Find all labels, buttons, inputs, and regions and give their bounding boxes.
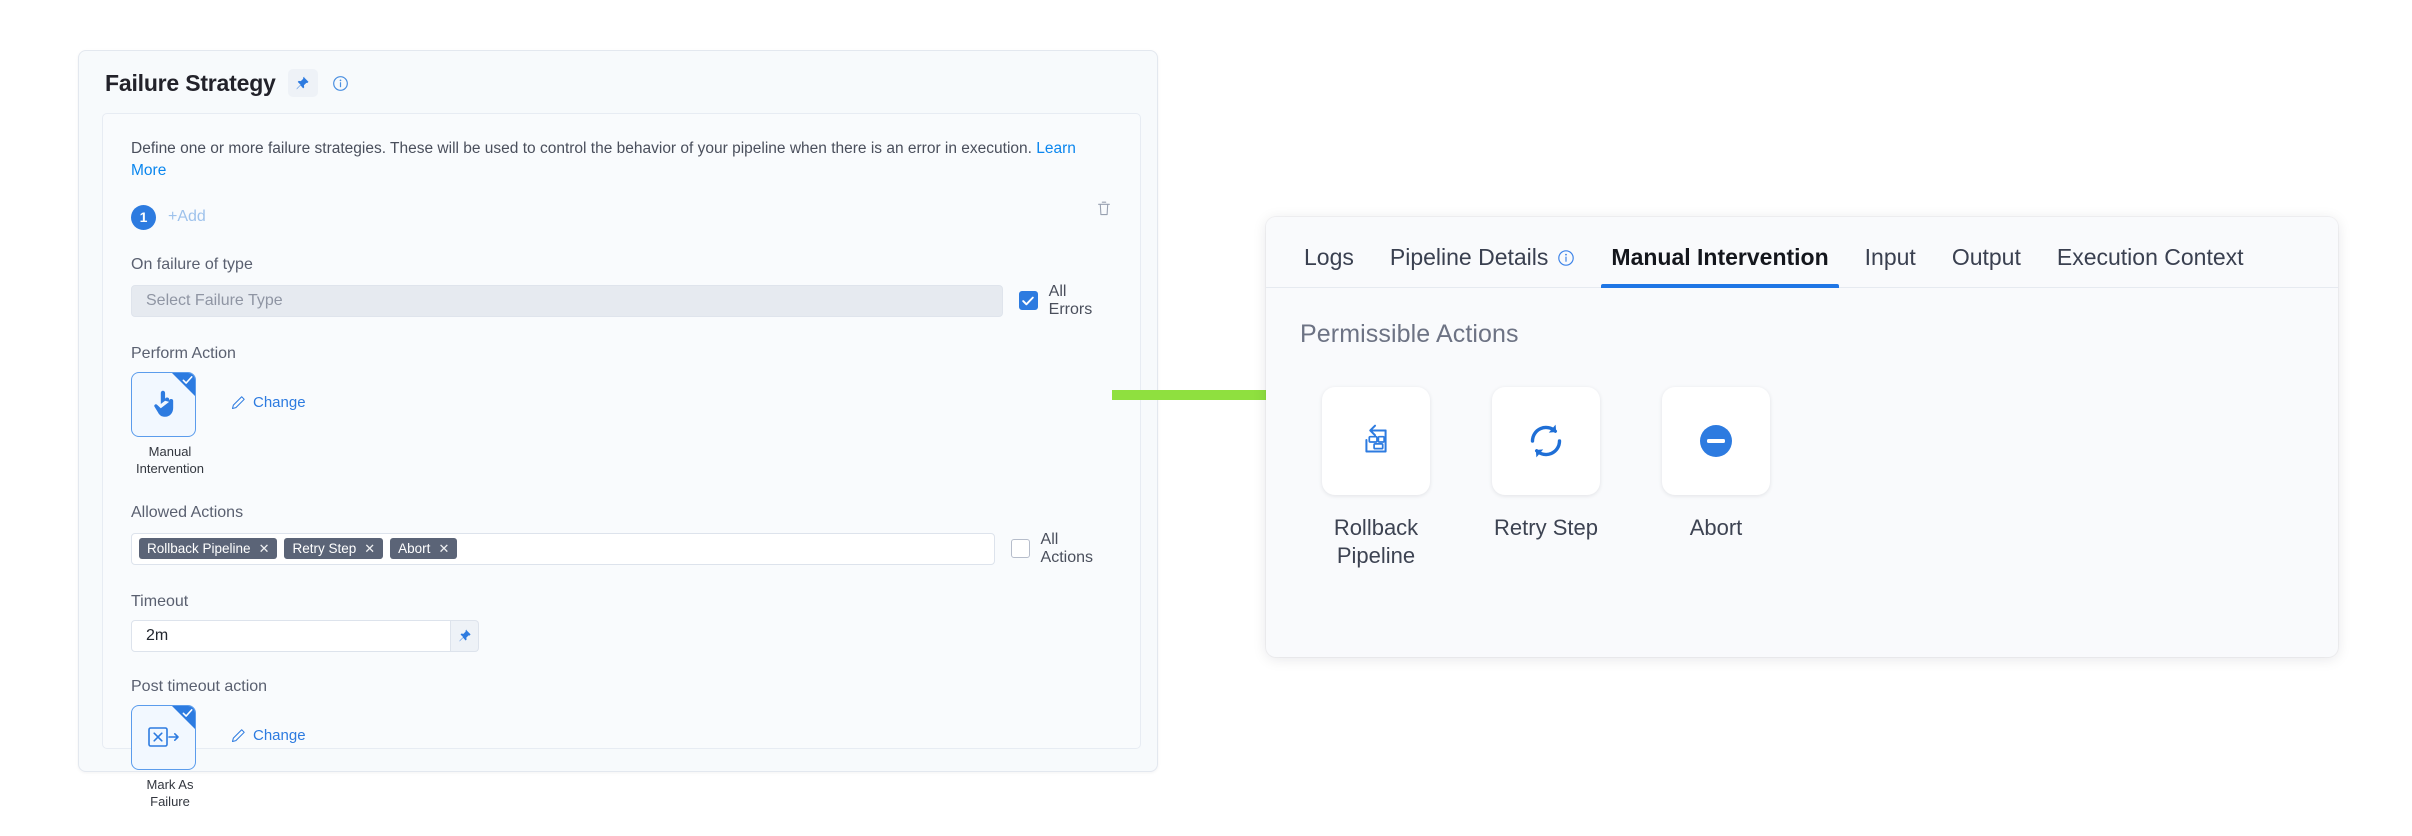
tag-label: Rollback Pipeline bbox=[147, 541, 251, 557]
perform-action-label: Perform Action bbox=[131, 344, 236, 362]
check-icon bbox=[182, 708, 192, 717]
tab-manual-intervention[interactable]: Manual Intervention bbox=[1593, 244, 1846, 288]
all-errors-checkbox-box[interactable] bbox=[1019, 291, 1038, 311]
add-strategy-button[interactable]: +Add bbox=[168, 208, 206, 226]
allowed-actions-label: Allowed Actions bbox=[131, 503, 244, 521]
action-card-rollback-pipeline: Rollback Pipeline bbox=[1322, 387, 1430, 569]
action-card-label: Abort bbox=[1689, 515, 1743, 540]
permissible-actions-list: Rollback Pipeline Retry Step bbox=[1300, 387, 2304, 569]
failure-type-select[interactable]: Select Failure Type bbox=[131, 284, 1004, 317]
rollback-pipeline-button[interactable] bbox=[1322, 387, 1430, 495]
pin-icon[interactable] bbox=[287, 69, 318, 97]
tab-label: Output bbox=[1951, 244, 2021, 270]
action-card-label: Retry Step bbox=[1494, 515, 1598, 540]
retry-refresh-icon bbox=[1530, 424, 1562, 458]
action-card-retry-step: Retry Step bbox=[1492, 387, 1600, 569]
all-actions-checkbox-box[interactable] bbox=[1011, 539, 1030, 559]
failure-strategy-description: Define one or more failure strategies. T… bbox=[131, 138, 1112, 183]
abort-minus-circle-icon bbox=[1700, 425, 1732, 457]
rollback-pipeline-icon bbox=[1365, 424, 1387, 453]
tab-logs[interactable]: Logs bbox=[1300, 244, 1372, 287]
check-icon bbox=[1022, 296, 1035, 306]
change-post-timeout-action-button[interactable]: Change bbox=[231, 727, 306, 744]
strategy-index-badge[interactable]: 1 bbox=[131, 204, 156, 230]
permissible-actions-heading: Permissible Actions bbox=[1300, 320, 1519, 348]
post-timeout-action-value: Mark As Failure bbox=[146, 776, 194, 809]
failure-strategy-header: Failure Strategy bbox=[79, 51, 1157, 107]
pencil-icon bbox=[231, 396, 245, 409]
retry-step-button[interactable] bbox=[1492, 387, 1600, 495]
details-tab-bar: Logs Pipeline Details Manual Interventio… bbox=[1266, 217, 2338, 288]
description-text: Define one or more failure strategies. T… bbox=[131, 140, 1032, 157]
action-card-label: Rollback Pipeline bbox=[1333, 515, 1419, 568]
post-timeout-action-label: Post timeout action bbox=[131, 677, 268, 695]
tab-label: Pipeline Details bbox=[1389, 244, 1549, 270]
all-actions-checkbox[interactable]: All Actions bbox=[1011, 531, 1112, 567]
step-details-panel: Logs Pipeline Details Manual Interventio… bbox=[1266, 217, 2338, 657]
post-timeout-action-tile[interactable] bbox=[131, 704, 196, 770]
tag-abort[interactable]: Abort ✕ bbox=[390, 538, 458, 560]
pencil-icon bbox=[231, 728, 245, 742]
allowed-actions-input[interactable]: Rollback Pipeline ✕ Retry Step ✕ Abort ✕ bbox=[131, 532, 996, 565]
timeout-pin-icon[interactable] bbox=[451, 619, 479, 652]
tag-label: Retry Step bbox=[292, 541, 357, 557]
tab-output[interactable]: Output bbox=[1934, 244, 2039, 287]
manual-intervention-content: Permissible Actions Rollback Pipeline bbox=[1266, 288, 2338, 569]
failure-strategy-panel: Failure Strategy Define one or more fail… bbox=[78, 50, 1158, 809]
change-label: Change bbox=[253, 393, 306, 411]
all-errors-label: All Errors bbox=[1048, 282, 1093, 318]
info-circle-icon[interactable] bbox=[1557, 249, 1575, 267]
page-title: Failure Strategy bbox=[105, 69, 276, 96]
action-card-abort: Abort bbox=[1662, 387, 1770, 569]
tab-label: Input bbox=[1864, 244, 1916, 270]
post-timeout-action-row: Mark As Failure Change bbox=[131, 704, 1112, 811]
tag-rollback-pipeline[interactable]: Rollback Pipeline ✕ bbox=[139, 538, 278, 560]
timeout-value: 2m bbox=[146, 626, 169, 644]
close-icon[interactable]: ✕ bbox=[258, 541, 270, 557]
info-circle-icon[interactable] bbox=[330, 73, 351, 94]
hand-pointer-icon bbox=[153, 391, 173, 418]
change-label: Change bbox=[253, 726, 306, 744]
failure-type-placeholder: Select Failure Type bbox=[146, 291, 283, 309]
change-perform-action-button[interactable]: Change bbox=[231, 394, 306, 411]
tag-retry-step[interactable]: Retry Step ✕ bbox=[284, 538, 384, 560]
timeout-input[interactable]: 2m bbox=[131, 619, 451, 652]
tab-input[interactable]: Input bbox=[1847, 244, 1934, 287]
tab-label: Logs bbox=[1304, 244, 1354, 270]
mark-as-failure-icon bbox=[147, 727, 179, 748]
tag-label: Abort bbox=[398, 541, 431, 557]
learn-more-link[interactable]: Learn More bbox=[131, 140, 1076, 180]
timeout-label: Timeout bbox=[131, 592, 189, 610]
close-icon[interactable]: ✕ bbox=[364, 541, 376, 557]
check-icon bbox=[182, 375, 192, 384]
abort-button[interactable] bbox=[1662, 387, 1770, 495]
close-icon[interactable]: ✕ bbox=[438, 541, 450, 557]
perform-action-value: Manual Intervention bbox=[136, 443, 204, 476]
tab-label: Execution Context bbox=[2056, 244, 2244, 270]
tab-pipeline-details[interactable]: Pipeline Details bbox=[1372, 244, 1594, 287]
delete-strategy-button[interactable] bbox=[1096, 200, 1112, 222]
tab-label: Manual Intervention bbox=[1611, 244, 1829, 270]
all-errors-checkbox[interactable]: All Errors bbox=[1019, 283, 1112, 319]
strategy-add-row: 1 +Add bbox=[131, 204, 1112, 230]
all-actions-label: All Actions bbox=[1040, 530, 1093, 566]
tab-execution-context[interactable]: Execution Context bbox=[2039, 244, 2262, 287]
timeout-row: 2m bbox=[131, 619, 1112, 652]
perform-action-row: Manual Intervention Change bbox=[131, 371, 1112, 478]
failure-strategy-body: Define one or more failure strategies. T… bbox=[102, 113, 1141, 809]
on-failure-of-type-label: On failure of type bbox=[131, 255, 253, 273]
perform-action-tile[interactable] bbox=[131, 371, 196, 437]
